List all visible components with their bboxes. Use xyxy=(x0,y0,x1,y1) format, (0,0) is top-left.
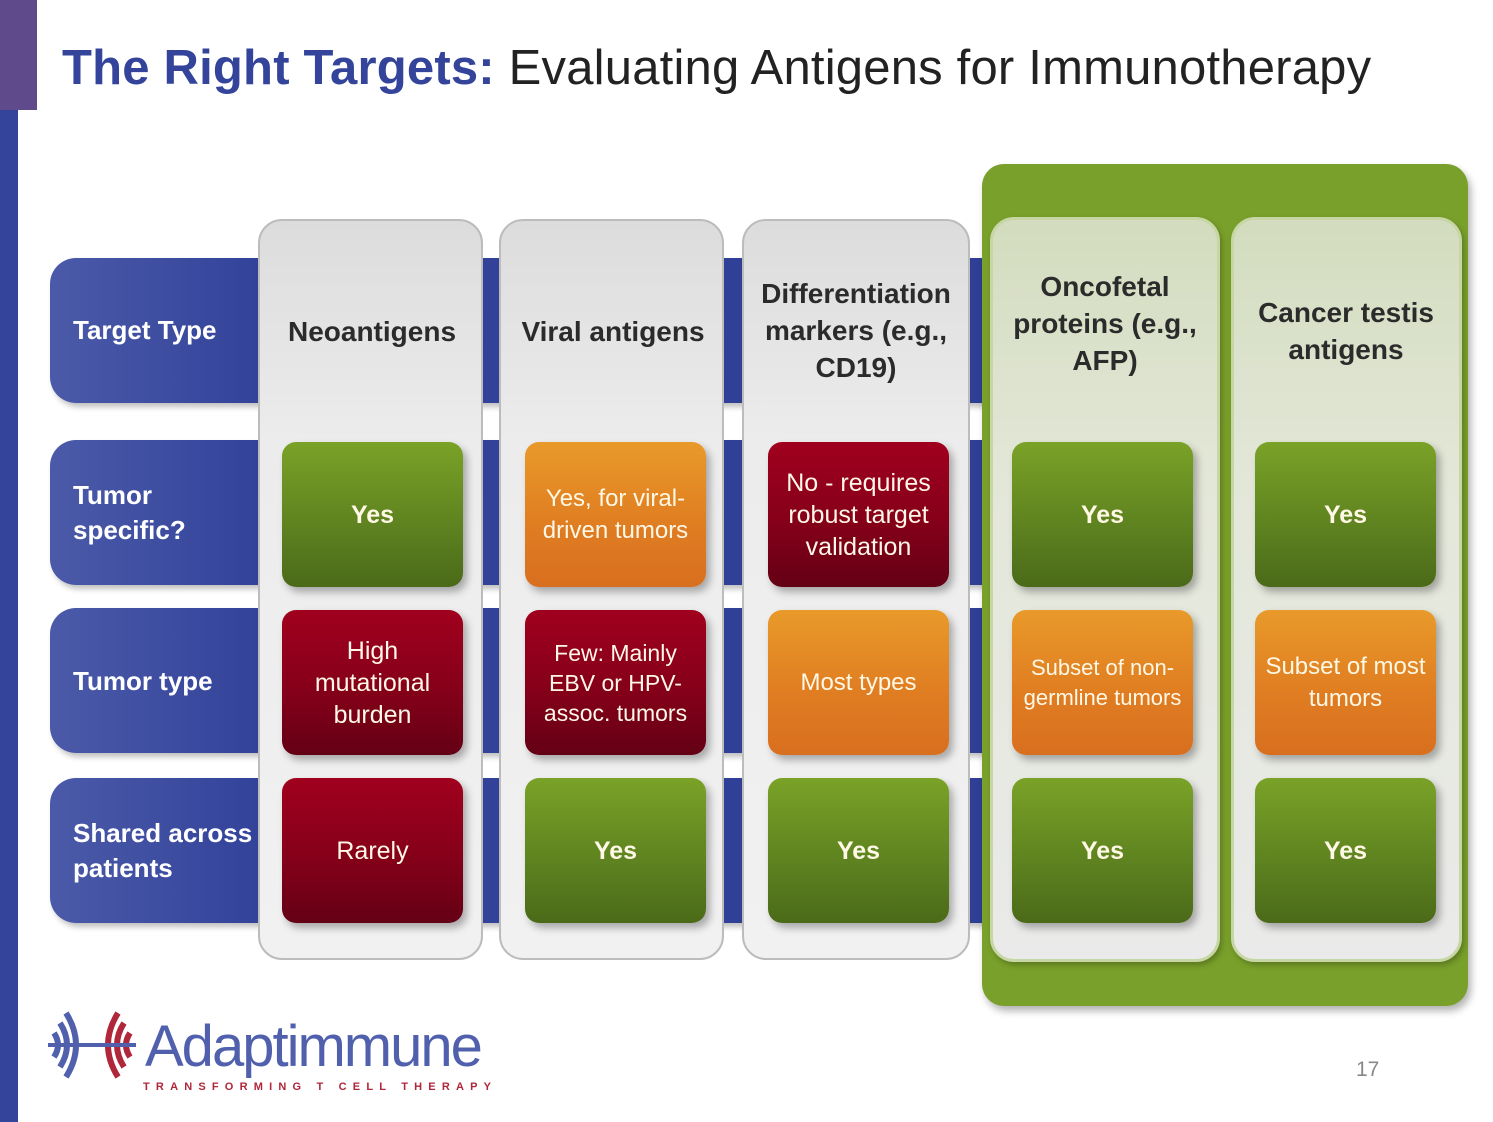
cell-oncofetal-tumor-specific: Yes xyxy=(1012,442,1193,587)
cell-oncofetal-shared: Yes xyxy=(1012,778,1193,923)
page-number: 17 xyxy=(1356,1058,1380,1081)
row-label: Target Type xyxy=(73,315,217,345)
cell-viral-shared: Yes xyxy=(525,778,706,923)
row-label: Shared across patients xyxy=(73,818,253,883)
column-header: Cancer testis antigens xyxy=(1258,297,1434,365)
cell-differentiation-tumor-specific: No - requires robust target validation xyxy=(768,442,949,587)
column-header: Viral antigens xyxy=(521,316,705,347)
cell-cancer-testis-shared: Yes xyxy=(1255,778,1436,923)
adaptimmune-arcs-icon xyxy=(46,1005,138,1090)
row-label: Tumor specific? xyxy=(73,480,186,545)
cell-viral-tumor-specific: Yes, for viral-driven tumors xyxy=(525,442,706,587)
slide-title: The Right Targets: Evaluating Antigens f… xyxy=(62,36,1371,100)
cell-neoantigens-shared: Rarely xyxy=(282,778,463,923)
column-header: Oncofetal proteins (e.g., AFP) xyxy=(1013,271,1197,376)
logo-wordmark: Adaptimmune xyxy=(145,1014,483,1079)
column-header: Differentiation markers (e.g., CD19) xyxy=(761,278,951,383)
cell-oncofetal-tumor-type: Subset of non-germline tumors xyxy=(1012,610,1193,755)
row-label: Tumor type xyxy=(73,666,213,696)
accent-bar-blue xyxy=(0,110,18,1122)
cell-neoantigens-tumor-specific: Yes xyxy=(282,442,463,587)
accent-bar-purple xyxy=(0,0,37,110)
logo-tagline: TRANSFORMING T CELL THERAPY xyxy=(143,1081,498,1093)
cell-cancer-testis-tumor-type: Subset of most tumors xyxy=(1255,610,1436,755)
cell-neoantigens-tumor-type: High mutational burden xyxy=(282,610,463,755)
cell-differentiation-tumor-type: Most types xyxy=(768,610,949,755)
cell-cancer-testis-tumor-specific: Yes xyxy=(1255,442,1436,587)
cell-differentiation-shared: Yes xyxy=(768,778,949,923)
column-header: Neoantigens xyxy=(287,316,457,347)
slide-title-bold: The Right Targets: xyxy=(62,41,495,95)
cell-viral-tumor-type: Few: Mainly EBV or HPV-assoc. tumors xyxy=(525,610,706,755)
slide-title-rest: Evaluating Antigens for Immunotherapy xyxy=(494,41,1372,95)
